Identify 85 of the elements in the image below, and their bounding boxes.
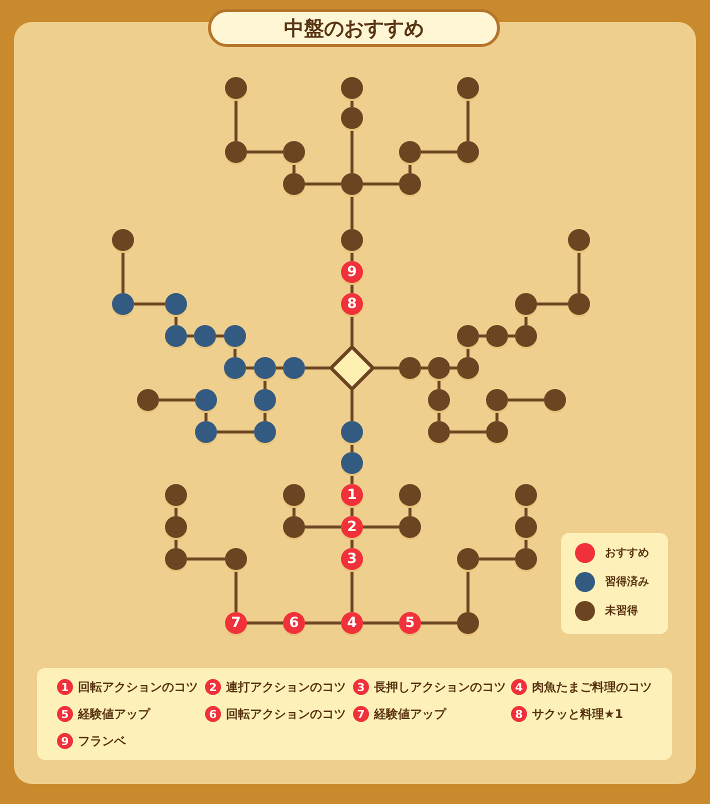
connector-line (524, 538, 528, 548)
connector-line (578, 251, 580, 293)
connector-line (122, 251, 124, 293)
connector-line (350, 315, 354, 347)
key-label: 長押しアクションのコツ (374, 679, 506, 696)
connector-line (246, 366, 254, 370)
connector-line (466, 570, 470, 612)
connector-line (305, 526, 341, 528)
connector-line (421, 622, 457, 624)
connector-line (234, 347, 236, 357)
number-badge: 5 (57, 706, 73, 722)
connector-line (292, 506, 296, 516)
connector-line (408, 163, 412, 173)
connector-line (408, 506, 412, 516)
connector-line (496, 411, 498, 421)
connector-line (537, 302, 568, 306)
connector-line (350, 570, 354, 612)
connector-line (524, 315, 528, 325)
connector-line (479, 334, 486, 338)
connector-line (204, 411, 208, 421)
connector-line (292, 163, 296, 173)
key-label: 回転アクションのコツ (78, 679, 198, 696)
key-label: 肉魚たまご料理のコツ (532, 679, 652, 696)
connector-line (247, 622, 283, 624)
key-label: 経験値アップ (78, 706, 150, 723)
connector-line (350, 389, 354, 421)
connector-line (479, 558, 515, 560)
connector-line (174, 315, 178, 325)
connector-line (508, 334, 515, 338)
connector-line (350, 538, 354, 548)
start-diamond (329, 345, 375, 391)
number-badge: 1 (57, 679, 73, 695)
connector-line (174, 506, 178, 516)
connector-line (305, 622, 341, 624)
connector-line (438, 411, 440, 421)
connector-line (216, 334, 224, 338)
connector-line (363, 622, 399, 624)
connector-line (350, 506, 354, 516)
connector-line (174, 538, 178, 548)
connector-line (508, 398, 544, 402)
number-badge: 3 (353, 679, 369, 695)
connector-line (187, 558, 225, 560)
legend-label: おすすめ (605, 545, 649, 560)
connector-line (305, 182, 341, 186)
connector-line (305, 366, 331, 370)
connector-line (350, 474, 354, 484)
legend-label: 習得済み (605, 574, 649, 589)
connector-line (217, 430, 254, 434)
number-badge: 6 (205, 706, 221, 722)
connector-line (450, 366, 457, 370)
connector-line (264, 379, 266, 389)
connector-line (373, 366, 399, 370)
connector-line (524, 506, 528, 516)
connector-line (264, 411, 266, 421)
connector-line (350, 129, 354, 173)
connector-line (247, 150, 283, 154)
connector-line (438, 379, 440, 389)
connector-line (466, 347, 470, 357)
key-label: 連打アクションのコツ (226, 679, 346, 696)
title-banner: 中盤のおすすめ (208, 9, 500, 47)
connector-line (234, 99, 238, 141)
number-badge: 8 (511, 706, 527, 722)
connector-line (350, 251, 354, 261)
number-badge: 9 (57, 733, 73, 749)
connector-line (187, 334, 194, 338)
connector-line (363, 182, 399, 186)
legend-label: 未習得 (605, 603, 638, 618)
connector-line (421, 150, 457, 154)
connector-line (276, 366, 283, 370)
connector-line (350, 283, 354, 293)
connector-line (350, 195, 354, 229)
connector-line (363, 526, 399, 528)
connector-line (421, 366, 428, 370)
connector-line (134, 302, 165, 306)
key-label: サクッと料理★1 (532, 706, 624, 723)
number-badge: 4 (511, 679, 527, 695)
number-badge: 2 (205, 679, 221, 695)
connector-line (466, 99, 470, 141)
connector-line (234, 570, 238, 612)
number-badge: 7 (353, 706, 369, 722)
connector-line (159, 398, 195, 402)
key-label: フランベ (78, 733, 126, 750)
key-label: 回転アクションのコツ (226, 706, 346, 723)
connector-line (450, 430, 486, 434)
key-label: 経験値アップ (374, 706, 446, 723)
